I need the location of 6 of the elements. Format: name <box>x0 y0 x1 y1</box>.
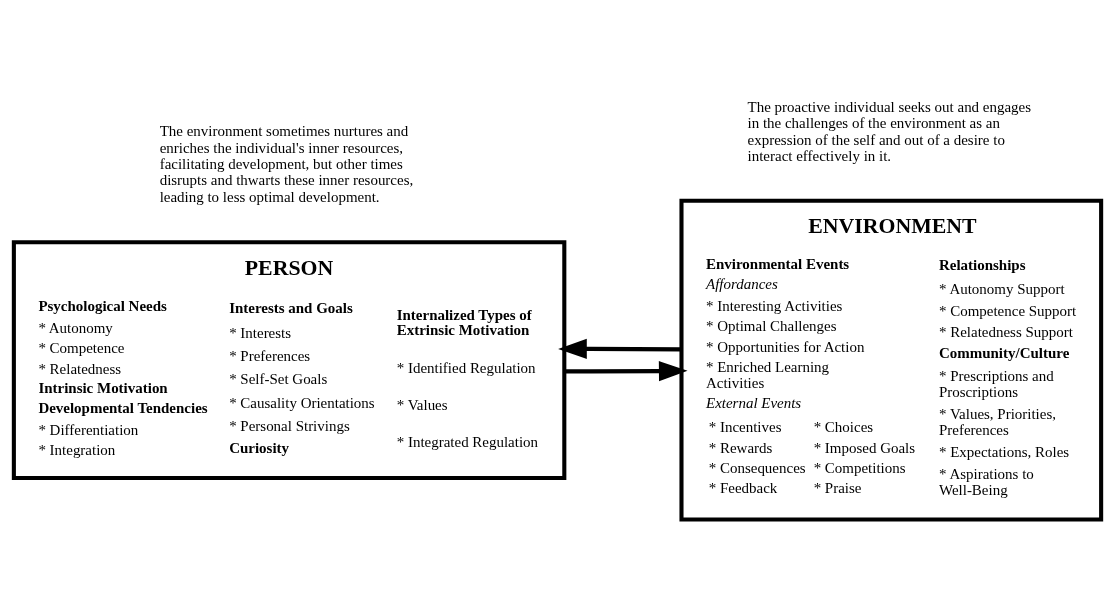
arrow <box>558 338 682 359</box>
node-box: ENVIRONMENT Environmental Events Affordances * Interesting Activities * Optimal Challenges * Opportunities for Action * Enriched Learning Activities External Events * Incentives * Rewards * Consequences * Feedback * Choices * Imposed Goals * Competitions * Praise Relationships * Autonomy Support * Competence Support * Relatedness Support Community/Culture * Prescriptions and Proscriptions * Values, Priorities, Preferences * Expectations, Roles * Aspirations to Well-Being <box>679 198 1104 522</box>
node-box: PERSON Psychological Needs * Autonomy * Competence * Relatedness Intrinsic Motivation Developmental Tendencies * Differentiation * Integration Interests and Goals * Interests * Preferences * Self-Set Goals * Causality Orientations * Personal Strivings Curiosity Internalized Types of Extrinsic Motivation * Identified Regulation * Values * Integrated Regulation <box>11 239 567 480</box>
label: The proactive individual seeks out and engages in the challenges of the environment as an expression of the self and out of a desire to interact effectively in it. <box>747 98 1032 164</box>
label: The environment sometimes nurtures and enriches the individual's inner resources, facilitating development, but other times disrupts and thwarts these inner resources, leading to less optimal development. <box>159 122 414 205</box>
arrow <box>564 360 688 381</box>
